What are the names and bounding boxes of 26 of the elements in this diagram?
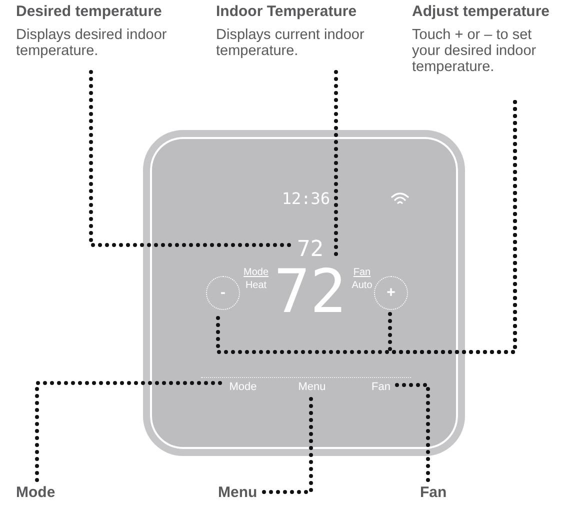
plus-touch-key: + [374,276,408,310]
set-temperature-readout: 72 [297,238,323,262]
callout-description: Touch + or – to set your desired indoor temperature. [412,27,538,75]
callout-label: Fan [420,484,452,504]
status-caption: Mode [242,267,270,279]
status-value: Heat [244,280,268,292]
time-readout: 12:36 [280,189,332,209]
leader-line [262,394,313,494]
callout-label: Mode [16,484,62,504]
menu-key: Menu [293,379,331,395]
callout-heading: Desired temperature [16,3,163,21]
callout-heading: Indoor Temperature [216,3,358,21]
mode-key: Mode [225,379,261,395]
leader-line [35,381,223,482]
status-value: Auto [350,280,374,292]
leader-line [394,383,430,482]
leader-line [388,100,517,354]
indoor-temperature-readout: 72 [274,261,344,323]
status-caption: Fan [352,267,372,279]
callout-description: Displays desired indoor temperature. [16,27,168,59]
thermostat-body [143,130,465,456]
callout-description: Displays current indoor temperature. [216,27,366,59]
minus-touch-key: - [206,276,240,310]
callout-heading: Adjust temperature [412,3,551,21]
fan-key: Fan [366,379,396,395]
callout-label: Menu [218,484,262,504]
